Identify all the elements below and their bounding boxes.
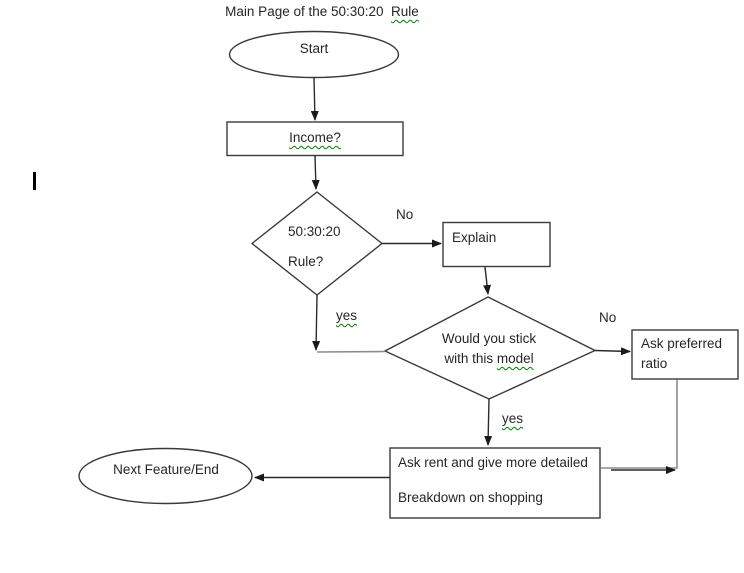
stick-line2-text: with this xyxy=(444,351,497,366)
rule-decision-diamond xyxy=(250,191,384,296)
income-box xyxy=(226,121,404,157)
rule-decision-line2: Rule? xyxy=(288,254,324,269)
start-label: Start xyxy=(299,41,329,56)
income-label: Income? xyxy=(227,130,403,145)
edge-label-rule-no: No xyxy=(396,207,414,222)
start-oval xyxy=(228,30,400,79)
ask-preferred-box xyxy=(631,329,739,380)
connector-stick-askpreferred xyxy=(594,347,631,356)
connector-income-rule xyxy=(311,155,320,190)
ask-rent-line2: Breakdown on shopping xyxy=(398,490,543,505)
rule-yes-text: yes xyxy=(336,308,358,323)
ask-rent-box xyxy=(389,447,601,519)
next-feature-oval xyxy=(78,447,253,505)
explain-label: Explain xyxy=(452,230,497,245)
ask-preferred-line1: Ask preferred xyxy=(641,336,723,351)
connector-start-income xyxy=(310,77,319,121)
stick-decision-diamond xyxy=(383,296,597,400)
edge-label-stick-no: No xyxy=(599,310,617,325)
connector-explain-stick xyxy=(483,266,491,295)
explain-box xyxy=(442,221,551,268)
edge-label-stick-yes: yes xyxy=(502,411,523,426)
title-text: Main Page of the 50:30:20 xyxy=(225,4,392,19)
income-text: Income? xyxy=(289,130,341,145)
stick-misspelled-word: model xyxy=(496,351,534,366)
stick-decision-line1: Would you stick xyxy=(441,331,537,346)
ask-rent-line1: Ask rent and give more detailed xyxy=(398,455,588,470)
connector-rule-yes-down xyxy=(312,294,321,351)
diagram-title: Main Page of the 50:30:20 Rule xyxy=(150,4,494,19)
connector-askpreferred-down-gray xyxy=(601,379,678,469)
stick-decision-line2: with this model xyxy=(405,351,573,366)
next-feature-label: Next Feature/End xyxy=(113,462,219,477)
rule-decision-line1: 50:30:20 xyxy=(288,224,341,239)
stick-yes-text: yes xyxy=(502,411,524,426)
edge-label-rule-yes: yes xyxy=(336,308,357,323)
title-misspelled-word: Rule xyxy=(391,4,419,19)
text-cursor xyxy=(33,172,36,190)
connector-stick-left-gray xyxy=(316,350,386,353)
ask-preferred-line2: ratio xyxy=(641,356,668,371)
connector-stick-askrent xyxy=(484,398,493,446)
